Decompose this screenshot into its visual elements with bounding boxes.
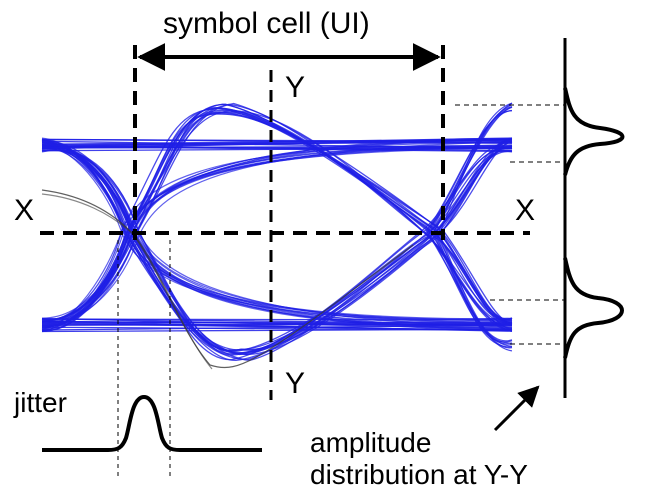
amplitude-pointer-arrow: [493, 385, 540, 432]
trace-high-low-high: [41, 140, 513, 351]
trace-right-rise: [439, 102, 513, 234]
trace-right-fall: [437, 232, 513, 345]
amplitude-distribution-curve: [563, 87, 625, 359]
trace-right-fall: [438, 232, 513, 344]
trace-high-low: [41, 141, 513, 324]
trace-high-high: [41, 137, 513, 147]
y-label-top: Y: [285, 71, 305, 104]
trace-low-high: [41, 144, 513, 328]
trace-right-rise: [432, 106, 513, 234]
trace-high-low: [41, 143, 513, 323]
trace-high-low-high: [41, 142, 513, 361]
amplitude-label-line1: amplitude: [310, 427, 431, 458]
trace-right-fall: [432, 232, 513, 342]
trace-right-rise: [426, 106, 513, 234]
amplitude-label-line2: distribution at Y-Y: [310, 459, 528, 490]
trace-high-high: [41, 138, 513, 144]
trace-low-low: [41, 324, 513, 331]
trace-outer-dark: [41, 189, 414, 369]
trace-high-low-high: [41, 138, 513, 362]
symbol-cell-label: symbol cell (UI): [163, 7, 370, 40]
jitter-label: jitter: [13, 387, 67, 418]
trace-low-low: [41, 320, 513, 332]
trace-high-high: [41, 139, 513, 149]
y-label-bottom: Y: [285, 367, 305, 400]
x-label-right: X: [515, 194, 535, 227]
trace-low-low: [41, 318, 513, 321]
x-label-left: X: [14, 194, 34, 227]
trace-high-low-high: [41, 140, 513, 354]
jitter-distribution-curve: [42, 394, 262, 452]
